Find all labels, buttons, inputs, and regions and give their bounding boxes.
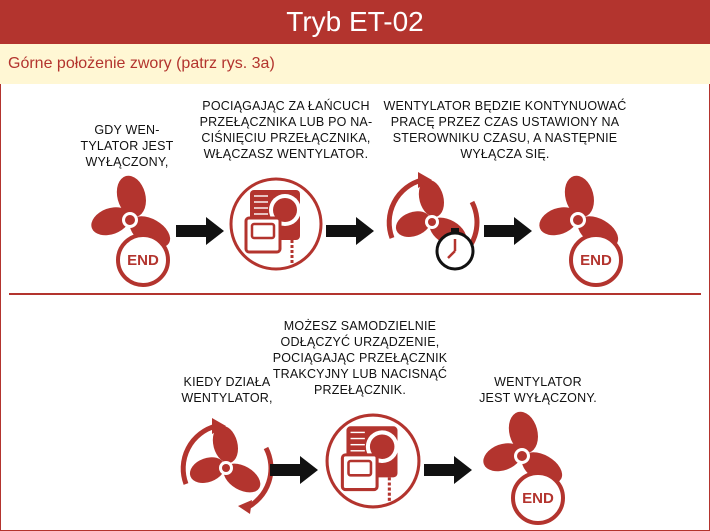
rotating-fan-icon [386,172,480,268]
timer-icon [435,228,475,271]
arrow-right-icon [484,217,532,245]
end-badge-icon: END [511,471,565,525]
step-caption-switch-on: POCIĄGAJĄC ZA ŁAŃCUCH PRZEŁĄCZNIKA LUB P… [199,99,373,161]
arrow-right-icon [326,217,374,245]
end-label: END [580,252,612,269]
end-badge-icon: END [569,233,623,287]
step-caption-fan-running: KIEDY DZIAŁA WENTYLATOR, [181,375,273,405]
step-caption-off: GDY WEN- TYLATOR JEST WYŁĄCZONY, [80,123,174,169]
switch-icon [325,413,421,509]
step-caption-fan-off: WENTYLATOR JEST WYŁĄCZONY. [479,375,597,405]
fan-icon [483,411,563,484]
section-divider [9,293,701,295]
page-title: Tryb ET-02 [0,0,710,44]
end-label: END [522,490,554,507]
switch-icon [229,177,323,271]
arrow-right-icon [424,456,472,484]
subtitle: Górne położenie zwory (patrz rys. 3a) [0,44,710,84]
arrow-right-icon [176,217,224,245]
end-badge-icon: END [116,233,170,287]
arrow-right-icon [270,456,318,484]
end-label: END [127,252,159,269]
step-caption-switch-off: MOŻESZ SAMODZIELNIE ODŁĄCZYĆ URZĄDZENIE,… [272,319,448,397]
step-caption-timer: WENTYLATOR BĘDZIE KONTYNUOWAĆ PRACĘ PRZE… [383,99,627,161]
rotating-fan-icon [180,418,274,514]
